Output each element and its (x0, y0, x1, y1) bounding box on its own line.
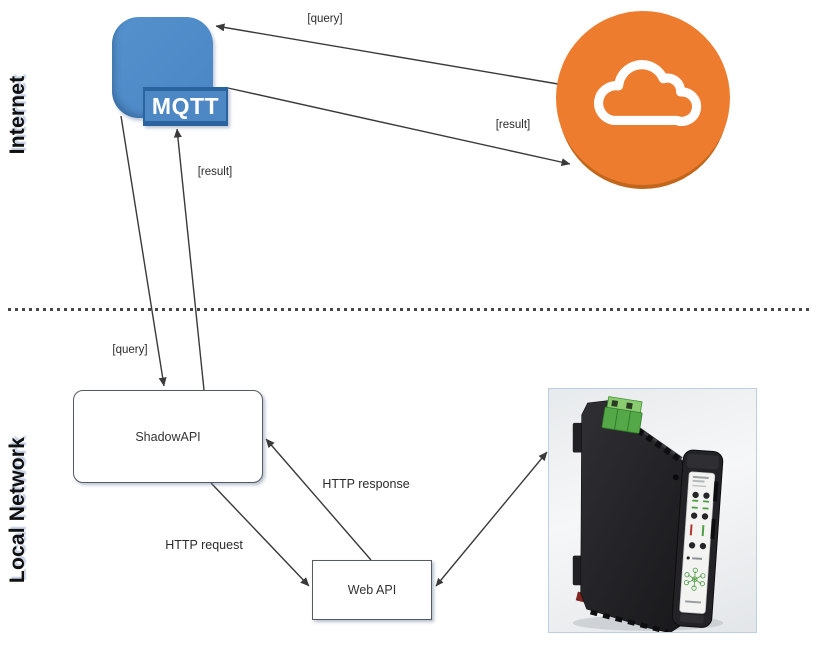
webapi-node: Web API (312, 560, 432, 620)
arrow-cloud-to-mqtt (216, 26, 559, 85)
gateway-device-photo (548, 388, 757, 633)
edge-label-result-left: [result] (194, 166, 236, 178)
cloud-icon (594, 60, 702, 126)
edge-label-http-request: HTTP request (162, 538, 246, 552)
din-rail-gateway-device (572, 396, 724, 632)
arrow-mqtt-to-cloud (227, 87, 570, 164)
arrow-webapi-to-shadowapi (265, 438, 372, 561)
cloud-service-node (556, 11, 730, 185)
arrow-shadowapi-to-mqtt (177, 128, 205, 391)
mqtt-broker-label: MQTT (143, 87, 228, 126)
shadowapi-node: ShadowAPI (73, 390, 263, 483)
shadowapi-label: ShadowAPI (135, 429, 201, 444)
webapi-label: Web API (347, 583, 397, 597)
arrow-mqtt-to-shadowapi (120, 115, 164, 386)
edge-label-query-left: [query] (109, 344, 151, 356)
edge-label-query-top: [query] (304, 13, 346, 25)
network-boundary-separator (8, 308, 810, 311)
arrow-shadowapi-to-webapi (210, 482, 310, 587)
edge-label-result-right: [result] (492, 119, 534, 131)
arrow-webapi-device (435, 451, 548, 587)
edge-label-http-response: HTTP response (319, 477, 413, 491)
